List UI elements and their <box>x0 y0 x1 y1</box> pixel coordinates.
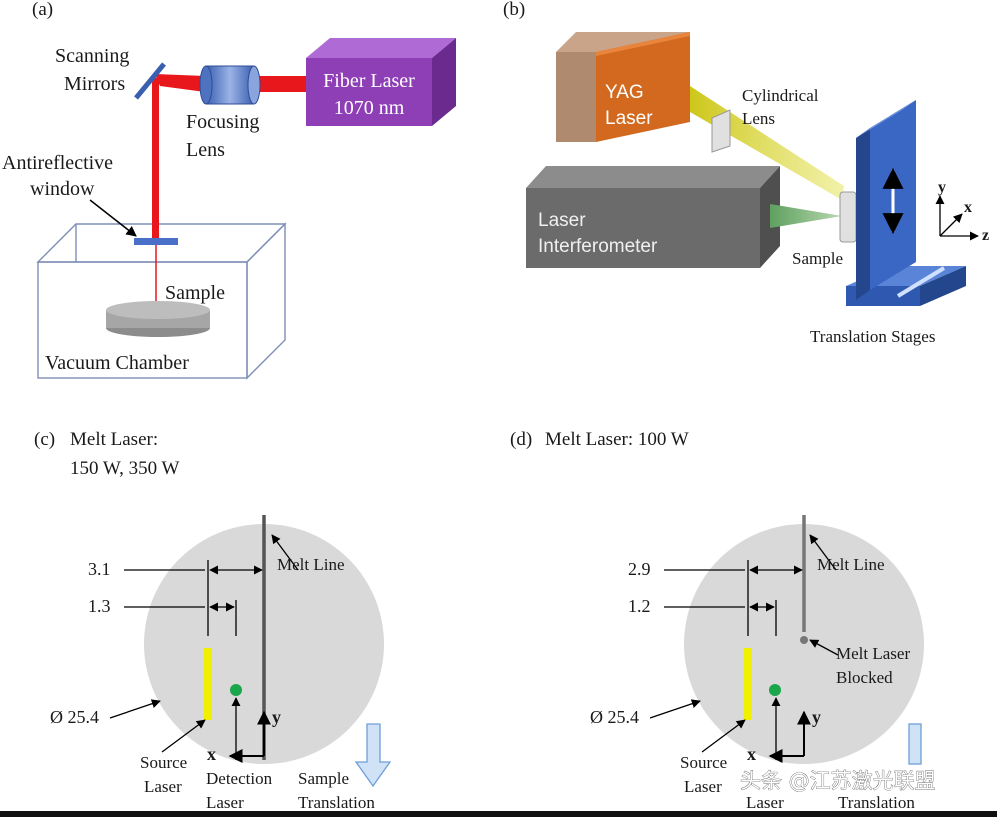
focusing-lens <box>199 65 261 105</box>
axis-x-c: x <box>207 744 216 764</box>
panel-d: (d) Melt Laser: 100 W y x 2.9 1.2 <box>510 429 936 812</box>
diameter-d: Ø 25.4 <box>590 707 639 727</box>
axis-y-b: y <box>938 179 946 196</box>
fiber-laser-line1: Fiber Laser <box>323 70 415 92</box>
vacuum-chamber-label: Vacuum Chamber <box>45 352 189 374</box>
dim-outer-d: 2.9 <box>628 559 651 579</box>
source-laser-line2-c: Laser <box>144 777 182 796</box>
vacuum-chamber <box>36 222 287 380</box>
panel-c: (c) Melt Laser: 150 W, 350 W y x <box>34 429 392 812</box>
panel-c-title-line1: Melt Laser: <box>70 429 158 450</box>
dim-outer-c: 3.1 <box>88 559 111 579</box>
cylindrical-line1: Cylindrical <box>742 86 819 105</box>
interferometer-line1: Laser <box>538 210 586 231</box>
sample-translation-line2-c: Translation <box>298 793 375 812</box>
panel-b-label: (b) <box>503 0 525 20</box>
yag-line1: YAG <box>605 82 644 103</box>
dimensions-d <box>649 534 839 760</box>
dimensions-c <box>109 534 299 760</box>
diameter-c: Ø 25.4 <box>50 707 99 727</box>
sample-label-b: Sample <box>792 249 843 268</box>
detection-laser-line2-c: Laser <box>206 793 244 812</box>
axis-y-c: y <box>272 707 281 727</box>
translation-stages-label: Translation Stages <box>810 327 935 346</box>
bottom-frame-strip <box>0 811 997 817</box>
axes-c <box>228 710 271 763</box>
source-laser-d <box>744 648 752 720</box>
yag-laser-box: YAG Laser <box>556 32 690 142</box>
stage-horizontal-arrow <box>896 266 946 298</box>
panel-c-title-line2: 150 W, 350 W <box>70 458 180 479</box>
antireflective-window <box>134 238 178 245</box>
source-laser-c <box>204 648 212 720</box>
melt-line-end-dot <box>800 636 808 644</box>
fiber-laser-box: Fiber Laser 1070 nm <box>306 38 456 126</box>
axis-z-b: z <box>982 227 989 244</box>
cylindrical-line2: Lens <box>742 109 775 128</box>
translation-arrow-d <box>908 723 922 765</box>
watermark-text: 头条 @江苏激光联盟 <box>740 769 936 793</box>
antireflective-line1: Antireflective <box>2 152 113 174</box>
panel-d-title: Melt Laser: 100 W <box>545 429 689 450</box>
laser-interferometer-box: Laser Interferometer <box>526 166 780 268</box>
dim-inner-d: 1.2 <box>628 596 651 616</box>
detection-laser-dot-d <box>769 684 781 696</box>
source-laser-line1-c: Source <box>140 753 187 772</box>
axes-d <box>768 710 811 763</box>
detection-laser-line2-d: Laser <box>746 793 784 812</box>
interferometer-beam <box>770 204 842 228</box>
axis-x-d: x <box>747 744 756 764</box>
panel-a-label: (a) <box>32 0 53 20</box>
panel-c-label: (c) <box>34 429 55 450</box>
dim-inner-c: 1.3 <box>88 596 111 616</box>
panel-d-label: (d) <box>510 429 532 450</box>
translation-stages <box>846 100 966 306</box>
axis-x-b: x <box>964 199 972 216</box>
focusing-lens-line1: Focusing <box>186 111 259 133</box>
sample-label-a: Sample <box>165 282 225 304</box>
source-laser-line2-d: Laser <box>684 777 722 796</box>
melt-laser-blocked-line1: Melt Laser <box>836 644 910 663</box>
sample-translation-arrow-c <box>354 723 392 788</box>
cylindrical-lens <box>711 109 731 153</box>
yag-line2: Laser <box>605 108 653 129</box>
melt-laser-blocked-line2: Blocked <box>836 668 893 687</box>
laser-beam <box>152 74 310 306</box>
detection-laser-line1-c: Detection <box>206 769 273 788</box>
translation-label-d: Translation <box>838 793 915 812</box>
scanning-mirror <box>134 62 166 100</box>
scanning-mirrors-line1: Scanning <box>55 45 129 67</box>
antireflective-line2: window <box>30 178 95 200</box>
panel-b: (b) YAG Laser Laser Interferometer <box>503 0 989 346</box>
fiber-laser-line2: 1070 nm <box>334 97 405 119</box>
interferometer-line2: Interferometer <box>538 236 658 257</box>
melt-line-label-d: Melt Line <box>817 555 885 574</box>
focusing-lens-line2: Lens <box>186 139 225 161</box>
sample-translation-line1-c: Sample <box>298 769 349 788</box>
window-pointer-arrow <box>89 199 137 237</box>
scanning-mirrors-line2: Mirrors <box>64 73 125 95</box>
sample-b <box>839 191 857 243</box>
sample-disk-a <box>106 301 210 337</box>
source-laser-line1-d: Source <box>680 753 727 772</box>
panel-a: (a) Fiber Laser 1070 <box>2 0 456 380</box>
axis-y-d: y <box>812 707 821 727</box>
detection-laser-dot-c <box>230 684 242 696</box>
melt-line-label-c: Melt Line <box>277 555 345 574</box>
axes-b <box>935 195 979 241</box>
